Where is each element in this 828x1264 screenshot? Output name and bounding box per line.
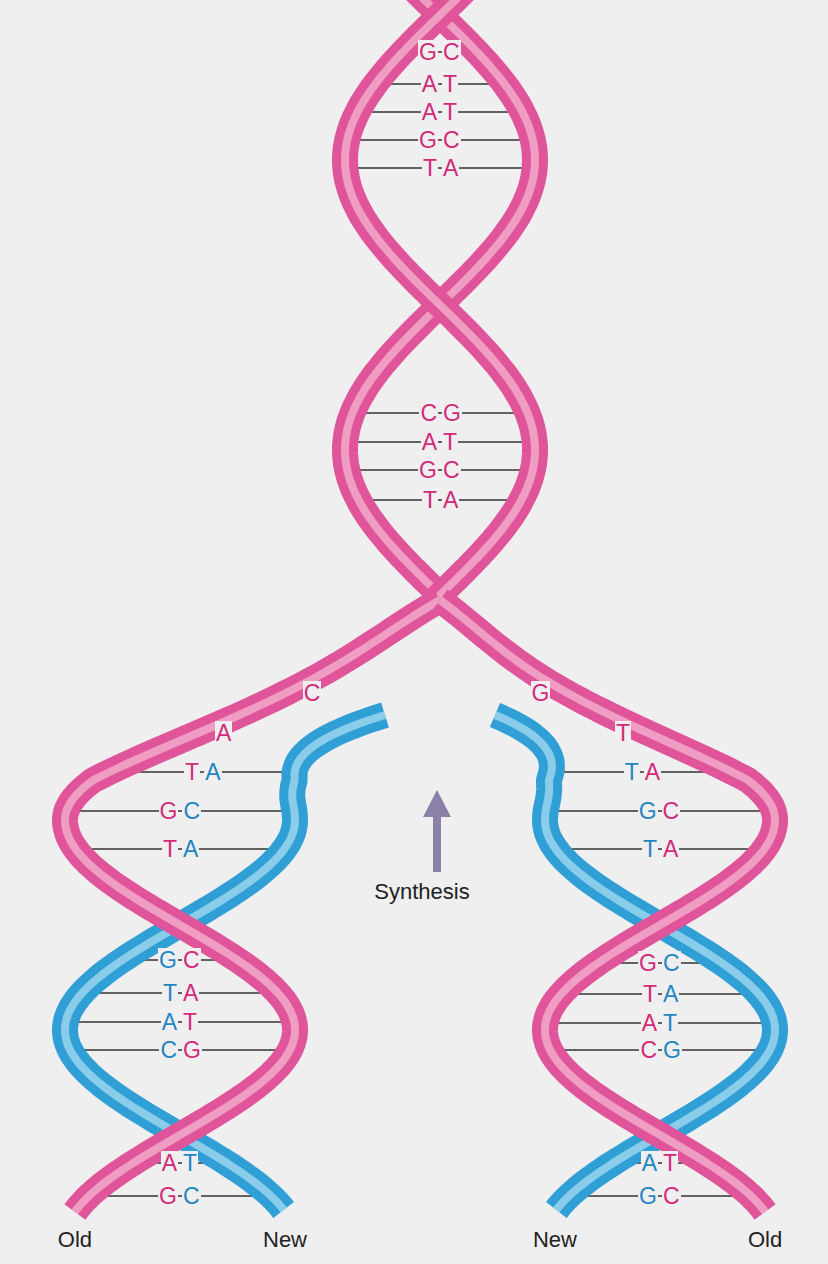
base-letter: A (204, 760, 221, 785)
base-letter: C (442, 128, 461, 153)
base-letter: T (442, 430, 458, 455)
base-letter: G (418, 40, 438, 65)
old-strand-ribbon-highlight (345, 0, 535, 598)
base-letter: T (162, 981, 178, 1006)
base-letter: G (638, 799, 658, 824)
old-strand-ribbon (345, 0, 535, 598)
process-label: Synthesis (373, 880, 470, 904)
base-letter: T (422, 156, 438, 181)
base-letter: C (182, 1184, 201, 1209)
old-strand-ribbon (65, 600, 440, 1212)
base-pair-line (556, 848, 765, 850)
base-letter: T (442, 72, 458, 97)
strand-label: Old (57, 1228, 93, 1252)
base-letter: T (642, 837, 658, 862)
base-letter: A (421, 430, 438, 455)
base-pair-line (347, 469, 533, 471)
base-letter: G (158, 1184, 178, 1209)
new-strand-ribbon (495, 715, 775, 1210)
strand-label: New (262, 1228, 308, 1252)
base-letter: C (662, 951, 681, 976)
base-letter: C (442, 458, 461, 483)
base-pair-line (76, 848, 285, 850)
base-letter: A (421, 72, 438, 97)
base-letter: A (644, 760, 661, 785)
base-letter: T (662, 1011, 678, 1036)
base-letter: A (182, 981, 199, 1006)
base-letter: A (442, 488, 459, 513)
base-letter: T (662, 1151, 678, 1176)
base-letter: A (421, 100, 438, 125)
strand-label: New (532, 1228, 578, 1252)
old-strand-ribbon-highlight (345, 0, 535, 598)
base-letter: C (182, 799, 201, 824)
base-letter: C (419, 401, 438, 426)
base-letter: T (442, 100, 458, 125)
base-letter: C (159, 1038, 178, 1063)
base-letter: G (182, 1038, 202, 1063)
base-letter: G (418, 128, 438, 153)
base-pair-line (546, 1022, 775, 1024)
old-strand-ribbon-highlight (65, 600, 440, 1212)
base-letter: T (182, 1010, 198, 1035)
base-letter: A (662, 982, 679, 1007)
base-letter: C (303, 681, 322, 706)
base-letter: G (159, 799, 179, 824)
base-letter: A (442, 156, 459, 181)
base-letter: C (182, 948, 201, 973)
base-letter: C (662, 1184, 681, 1209)
base-pair-line (359, 499, 522, 501)
old-strand-ribbon-highlight (440, 600, 775, 1212)
base-letter: T (422, 488, 438, 513)
base-letter: A (161, 1010, 178, 1035)
base-letter: G (662, 1038, 682, 1063)
base-letter: C (662, 799, 681, 824)
base-letter: T (184, 760, 200, 785)
base-letter: T (182, 1151, 198, 1176)
base-letter: G (158, 948, 178, 973)
base-pair-line (353, 412, 528, 414)
base-letter: G (418, 458, 438, 483)
base-pair-line (345, 441, 534, 443)
base-letter: A (641, 1151, 658, 1176)
base-letter: A (215, 721, 232, 746)
base-letter: A (182, 837, 199, 862)
base-pair-line (82, 992, 278, 994)
base-pair-line (561, 993, 758, 995)
arrow-head (423, 790, 451, 817)
helix-ribbons (65, 0, 775, 1212)
base-pair-line (67, 810, 295, 812)
base-letter: A (662, 837, 679, 862)
base-pair-line (347, 139, 533, 141)
base-pair-line (89, 1195, 271, 1197)
base-pair-line (66, 1021, 294, 1023)
base-pair-line (546, 810, 774, 812)
base-pair-line (375, 83, 504, 85)
base-pair-line (358, 111, 523, 113)
base-letter: G (638, 951, 658, 976)
base-letter: G (638, 1184, 658, 1209)
base-letter: G (442, 401, 462, 426)
base-letter: G (531, 681, 551, 706)
base-pair-line (550, 1049, 770, 1051)
strand-label: Old (747, 1228, 783, 1252)
old-strand-ribbon (440, 600, 775, 1212)
new-strand-ribbon-highlight (495, 715, 775, 1210)
base-letter: C (442, 40, 461, 65)
base-pair-line (345, 167, 534, 169)
base-letter: T (624, 760, 640, 785)
base-letter: T (162, 837, 178, 862)
old-strand-ribbon (345, 0, 535, 598)
base-letter: T (642, 982, 658, 1007)
base-letter: A (641, 1011, 658, 1036)
base-pair-line (569, 1195, 751, 1197)
base-letter: T (615, 721, 631, 746)
synthesis-arrow (423, 790, 451, 872)
base-letter: C (639, 1038, 658, 1063)
base-pair-line (70, 1049, 290, 1051)
arrow-shaft (433, 812, 441, 872)
base-letter: A (161, 1151, 178, 1176)
